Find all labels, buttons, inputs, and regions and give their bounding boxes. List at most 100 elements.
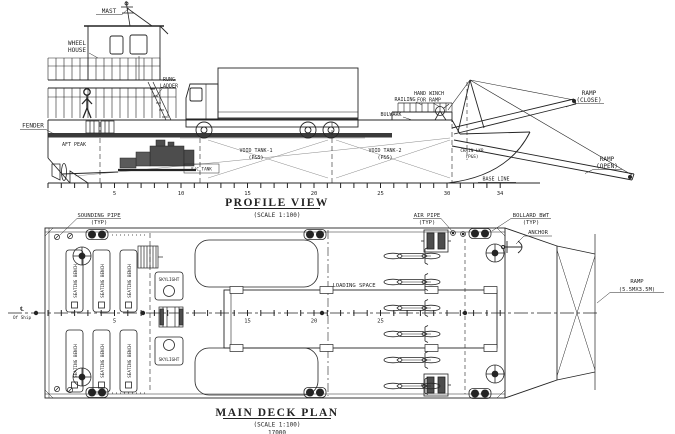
anchor-symbol <box>501 240 523 254</box>
label-rung: RUNG <box>163 77 175 83</box>
deck-title: MAIN DECK PLAN (SCALE 1:100) 17000 <box>215 407 338 434</box>
wheelhouse-window <box>129 34 148 55</box>
seating-bench <box>65 329 84 393</box>
capstan <box>72 367 92 387</box>
seating-benches <box>65 249 138 393</box>
seating-bench <box>119 249 138 313</box>
bollard-symbol <box>303 229 327 240</box>
main-deck-railing <box>47 88 177 118</box>
air-pipe-symbol <box>460 231 466 237</box>
label-air-pipe: AIR PIPE <box>414 213 441 219</box>
label-loading-space: LOADING SPACE <box>332 283 375 289</box>
label-ramp-close: RAMP <box>582 90 597 97</box>
skylight-label: SKYLIGHT <box>159 357 180 363</box>
lashing-notches <box>229 286 498 352</box>
profile-title: PROFILE VIEW (SCALE 1:100) <box>225 197 329 219</box>
label-bollard: BOLLARD BWT <box>513 213 550 219</box>
frame-number: 15 <box>244 191 251 197</box>
profile-view-title: PROFILE VIEW <box>225 197 329 209</box>
label-air-pipe-typ: (TYP) <box>419 220 436 226</box>
label-for-ramp: FOR RAMP <box>417 98 441 104</box>
skylights: SKYLIGHT SKYLIGHT <box>154 271 184 366</box>
mast <box>121 0 153 27</box>
label-ramp-close-state: (CLOSE) <box>576 97 601 104</box>
label-ramp-size: (5.5MX3.5M) <box>619 287 655 293</box>
label-hand-winch: HAND WINCH <box>414 91 444 97</box>
wheelhouse <box>84 25 169 81</box>
label-ramp: RAMP <box>630 279 644 285</box>
skylight-label: SKYLIGHT <box>159 277 180 283</box>
bollard-symbol <box>85 229 109 240</box>
label-chain-locker: CHAIN LKR <box>460 148 484 154</box>
label-chain-locker-pands: (P&S) <box>466 154 479 160</box>
deck-plan-scale: (SCALE 1:100) <box>254 422 301 429</box>
rung-ladder <box>147 81 172 121</box>
motorcycles <box>383 247 441 395</box>
label-aft-peak: AFT PEAK <box>62 142 86 148</box>
label-bulwark: BULWARK <box>380 112 401 118</box>
sounding-pipe-symbol <box>53 233 61 241</box>
main-engine <box>61 139 196 175</box>
motorcycle-symbol <box>383 247 441 265</box>
label-of-ship: Of Ship <box>13 315 32 321</box>
label-void-tank-2-pands: (P&S) <box>377 155 392 161</box>
label-mast: MAST <box>102 8 117 15</box>
label-ladder: LADDER <box>160 84 179 90</box>
label-sounding-pipe-typ: (TYP) <box>91 220 108 226</box>
void-tank-hatches <box>194 239 319 396</box>
deck-plan-title: MAIN DECK PLAN <box>215 407 338 419</box>
centerline-symbol: ℄ <box>19 306 24 313</box>
mooring-dotted-lines <box>112 234 145 394</box>
frame-number: 5 <box>113 191 116 197</box>
deck-machinery <box>137 229 452 397</box>
label-wheel: WHEEL <box>68 40 86 47</box>
label-sounding-pipe: SOUNDING PIPE <box>77 213 120 219</box>
frame-number: 5 <box>113 319 116 325</box>
frame-number: 20 <box>311 191 318 197</box>
seating-bench <box>92 329 111 393</box>
bollard-symbol <box>85 387 109 398</box>
motorcycle-symbol <box>383 325 441 343</box>
bow-ramp-plan <box>556 234 596 390</box>
label-ramp-open: RAMP <box>600 156 615 163</box>
motorcycle-symbol <box>383 351 441 369</box>
ramp-open <box>451 139 635 181</box>
label-house: HOUSE <box>68 47 86 54</box>
truck-cab-window <box>189 87 203 102</box>
loading-space <box>223 286 498 352</box>
sounding-pipe-symbol <box>53 385 61 393</box>
seating-bench <box>92 249 111 313</box>
boat-deck-railing <box>47 57 161 80</box>
label-anchor: ANCHOR <box>528 230 549 236</box>
deck-grill-boxes <box>85 120 115 134</box>
hull-profile <box>47 102 540 184</box>
profile-view: 5 10 15 20 25 30 34 MAST WHEEL HOUSE RUN… <box>20 0 635 219</box>
internal-structure-lines <box>74 137 451 179</box>
frame-number: 15 <box>244 319 251 325</box>
label-railing: RAILING <box>394 97 415 103</box>
label-void-tank-1-pands: (P&S) <box>248 155 263 161</box>
truck-wheels <box>195 121 340 139</box>
label-fender: FENDER <box>22 123 44 130</box>
motorcycle-symbol <box>383 299 441 317</box>
label-bollard-typ: (TYP) <box>523 220 540 226</box>
frame-number: 30 <box>444 191 451 197</box>
frame-number: 25 <box>377 191 384 197</box>
deck-plan-dimension: 17000 <box>268 430 286 434</box>
centerline: 5 15 20 25 ℄ Of Ship <box>8 306 600 325</box>
label-base-line: BASE LINE <box>482 177 509 183</box>
label-sc-tank: S/C TANK <box>191 167 212 173</box>
truck <box>185 67 359 139</box>
frame-number: 20 <box>311 319 318 325</box>
label-void-tank-2: VOID TANK-2 <box>368 148 401 154</box>
seating-bench <box>65 249 84 313</box>
profile-view-scale: (SCALE 1:100) <box>254 212 301 219</box>
seating-bench <box>119 329 138 393</box>
label-void-tank-1: VOID TANK-1 <box>239 148 272 154</box>
ramp-closed <box>451 98 577 135</box>
deck-labels: SOUNDING PIPE (TYP) AIR PIPE (TYP) BOLLA… <box>59 213 664 304</box>
bollard-symbol <box>468 228 492 239</box>
wheelhouse-window <box>109 35 124 55</box>
